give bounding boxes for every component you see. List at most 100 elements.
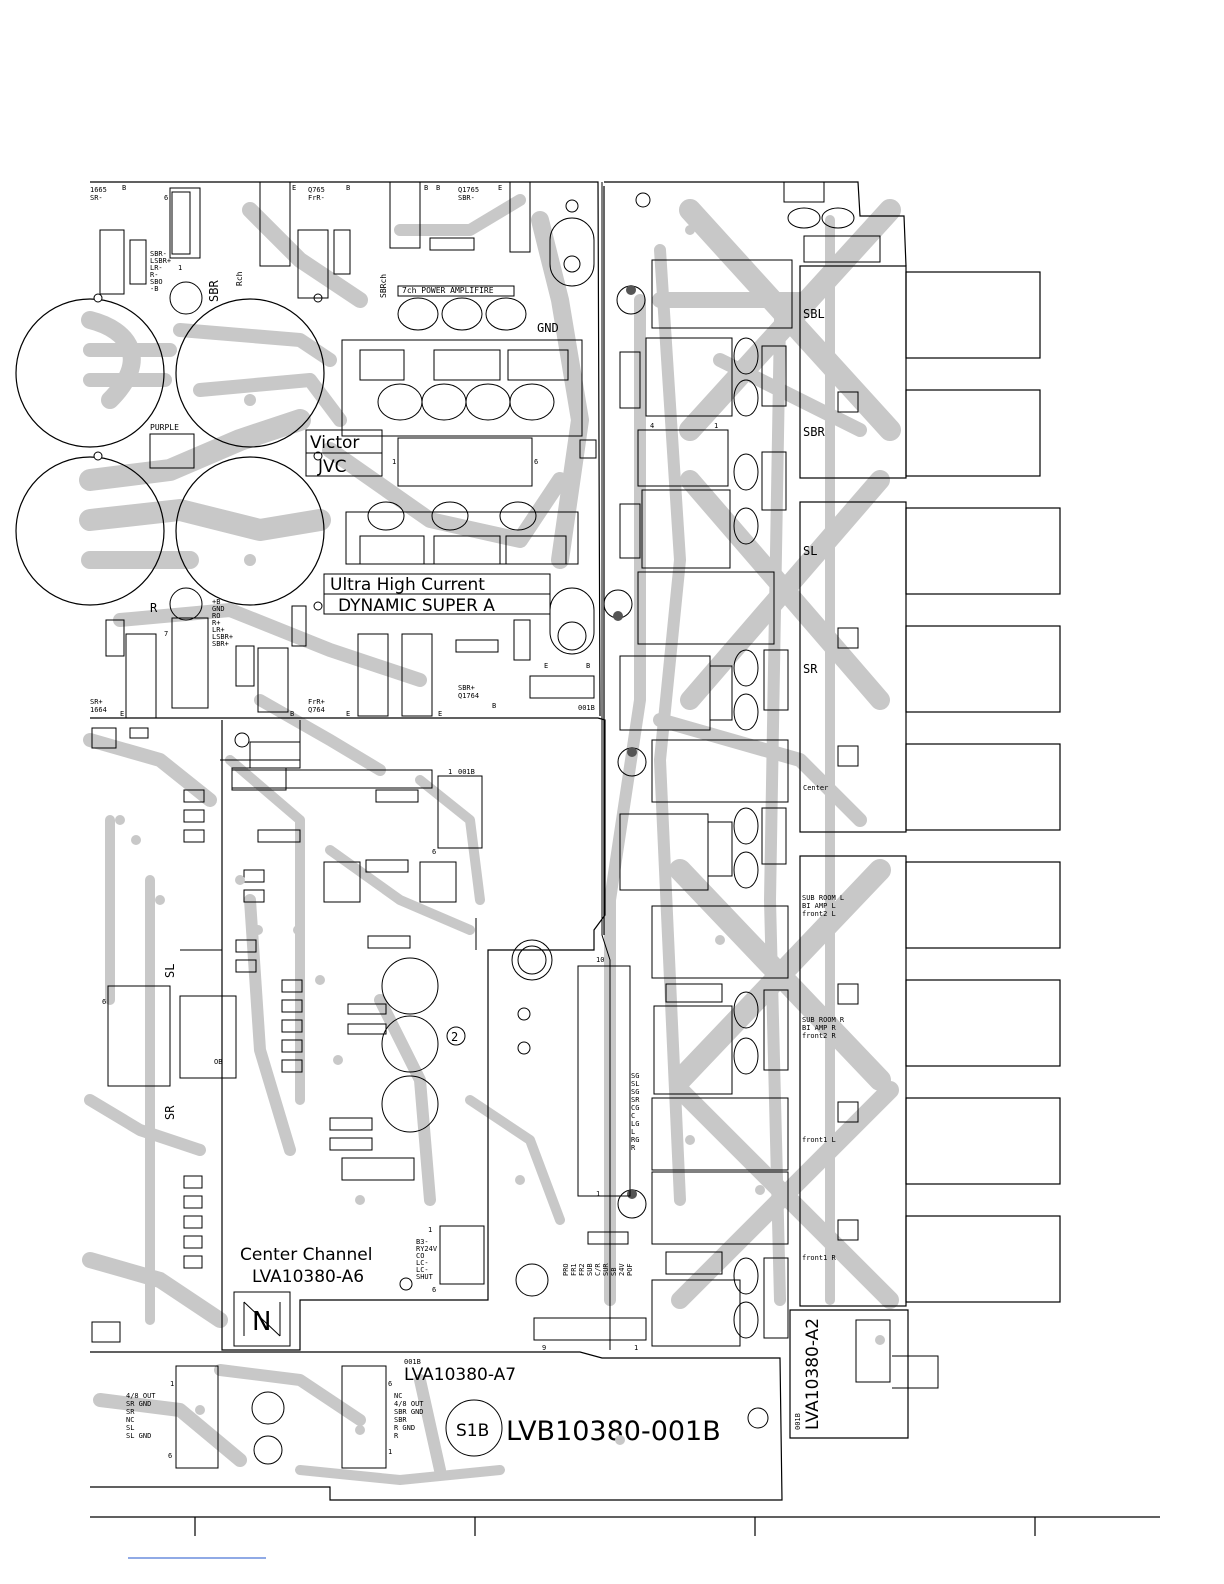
copper-traces [79, 194, 901, 1485]
power-connector-pins: +B GND RO R+ LR+ LSBR+ SBR+ [212, 598, 233, 648]
pin-label: SG [631, 1088, 639, 1096]
terminal-sr-label: SR [803, 662, 818, 676]
pin-label: SR [631, 1096, 640, 1104]
pin-number: 6 [388, 1380, 392, 1388]
pin-marker: E [544, 662, 548, 670]
solder-pads [115, 225, 885, 1445]
rev-label-a: 001B [578, 704, 595, 712]
pin-number: 7 [164, 630, 168, 638]
q1664-label: SR+ [90, 698, 103, 706]
pin-label: POF [626, 1263, 634, 1276]
rev-label-b: 001B [458, 768, 475, 776]
terminal-sub-l-2: BI AMP L [802, 902, 836, 910]
power-amp-label: 7ch POWER AMPLIFIRE [402, 286, 494, 295]
terminal-sbl-label: SBL [803, 307, 825, 321]
center-board-letter: N [252, 1307, 271, 1337]
pin-number: 6 [432, 1286, 436, 1294]
pin-marker: B [436, 184, 440, 192]
q1665-label: 1665 [90, 186, 107, 194]
power-amp-parts [99, 181, 597, 719]
terminal-front1-l: front1 L [802, 1136, 836, 1144]
pin-label: LSBR+ [212, 633, 233, 641]
pin-label: SL [126, 1424, 134, 1432]
pin-label: -B [150, 285, 158, 293]
pin-label: R GND [394, 1424, 415, 1432]
pin-label: R [631, 1144, 636, 1152]
gnd-label: GND [537, 321, 559, 335]
q1765-label: Q1765 [458, 186, 479, 194]
board-outlines [90, 181, 939, 1501]
protect-connector-pins: PRO FR1 FR2 SUB C/R SUR SB 24V POF [562, 1263, 634, 1276]
sub-board-a2-rev: 001B [794, 1413, 802, 1430]
pin-label: SBR+ [212, 640, 229, 648]
pin-label: SBR [394, 1416, 407, 1424]
pin-label: NC [126, 1416, 134, 1424]
pin-label: C/R [594, 1263, 602, 1276]
speaker-terminal-blocks [635, 181, 1061, 1307]
pin-marker: E [292, 184, 296, 192]
large-capacitors [15, 281, 325, 621]
q765-sub: FrR- [308, 194, 325, 202]
pin-label: SB [610, 1268, 618, 1276]
a7-left-connector-pins: 4/8 OUT SR GND SR NC SL SL GND [126, 1392, 156, 1440]
q1764-sub: Q1764 [458, 692, 479, 700]
pin-label: SBR- [150, 250, 167, 258]
terminal-sl-label: SL [803, 544, 817, 558]
pin-label: +B [212, 598, 220, 606]
circle-2-label: 2 [451, 1030, 458, 1044]
sub-board-a7-rev: 001B [404, 1358, 421, 1366]
pin-label: R- [150, 271, 158, 279]
purple-label: PURPLE [150, 423, 179, 432]
tube-caps-top [377, 297, 555, 421]
pin-marker: E [346, 710, 350, 718]
terminal-sub-r-2: BI AMP R [802, 1024, 837, 1032]
pin-label: RO [212, 612, 220, 620]
pin-marker: B [122, 184, 126, 192]
pin-label: SL [631, 1080, 639, 1088]
pin-number: 1 [428, 1226, 432, 1234]
pin-label: FR2 [578, 1263, 586, 1276]
pin-marker: B [346, 184, 350, 192]
pin-marker: E [120, 710, 124, 718]
sl-side-label: SL [163, 964, 177, 978]
sub-board-a7-id: LVA10380-A7 [404, 1365, 516, 1385]
a7-board-parts [175, 1319, 891, 1469]
pin-number: 6 [164, 194, 168, 202]
sbr-connector-pins: SBR- LSBR+ LR- R- SBO -B [150, 250, 171, 293]
terminal-center-label: Center [803, 784, 828, 792]
pin-label: LC- [416, 1259, 429, 1267]
pin-number: 6 [432, 848, 436, 856]
pin-marker: B [424, 184, 428, 192]
pin-label: L [631, 1128, 635, 1136]
center-connector-pins: B3- RY24V CO LC- LC- SHUT [416, 1238, 438, 1281]
pin-number: 1 [392, 458, 396, 466]
pin-number: 1 [634, 1344, 638, 1352]
pin-number: 4 [650, 422, 654, 430]
pin-label: SBR GND [394, 1408, 424, 1416]
pin-number: 6 [168, 1452, 172, 1460]
pin-label: SHUT [416, 1273, 434, 1281]
pin-marker: E [438, 710, 442, 718]
ob-label: OB [214, 1058, 222, 1066]
center-board-title: Center Channel [240, 1245, 372, 1265]
pin-label: 24V [618, 1263, 626, 1276]
pin-label: SR GND [126, 1400, 151, 1408]
sbrch-side-label: SBRch [379, 274, 388, 298]
pin-label: PRO [562, 1263, 570, 1276]
brand-victor: Victor [310, 433, 359, 453]
center-channel-parts [91, 727, 647, 1347]
pin-label: LR+ [212, 626, 225, 634]
terminal-sub-l-3: front2 L [802, 910, 836, 918]
slogan-line-1: Ultra High Current [330, 575, 485, 595]
pin-number: 6 [102, 998, 106, 1006]
sub-board-a2-id: LVA10380-A2 [803, 1318, 823, 1430]
pin-number: 1 [388, 1448, 392, 1456]
pin-label: B3- [416, 1238, 429, 1246]
pin-label: RY24V [416, 1245, 438, 1253]
pin-label: SUB [586, 1263, 594, 1276]
pin-label: C [631, 1112, 635, 1120]
pin-marker: B [290, 710, 294, 718]
rch-side-label: Rch [235, 271, 244, 286]
pin-label: FR1 [570, 1263, 578, 1276]
terminal-sub-l-1: SUB ROOM L [802, 894, 844, 902]
